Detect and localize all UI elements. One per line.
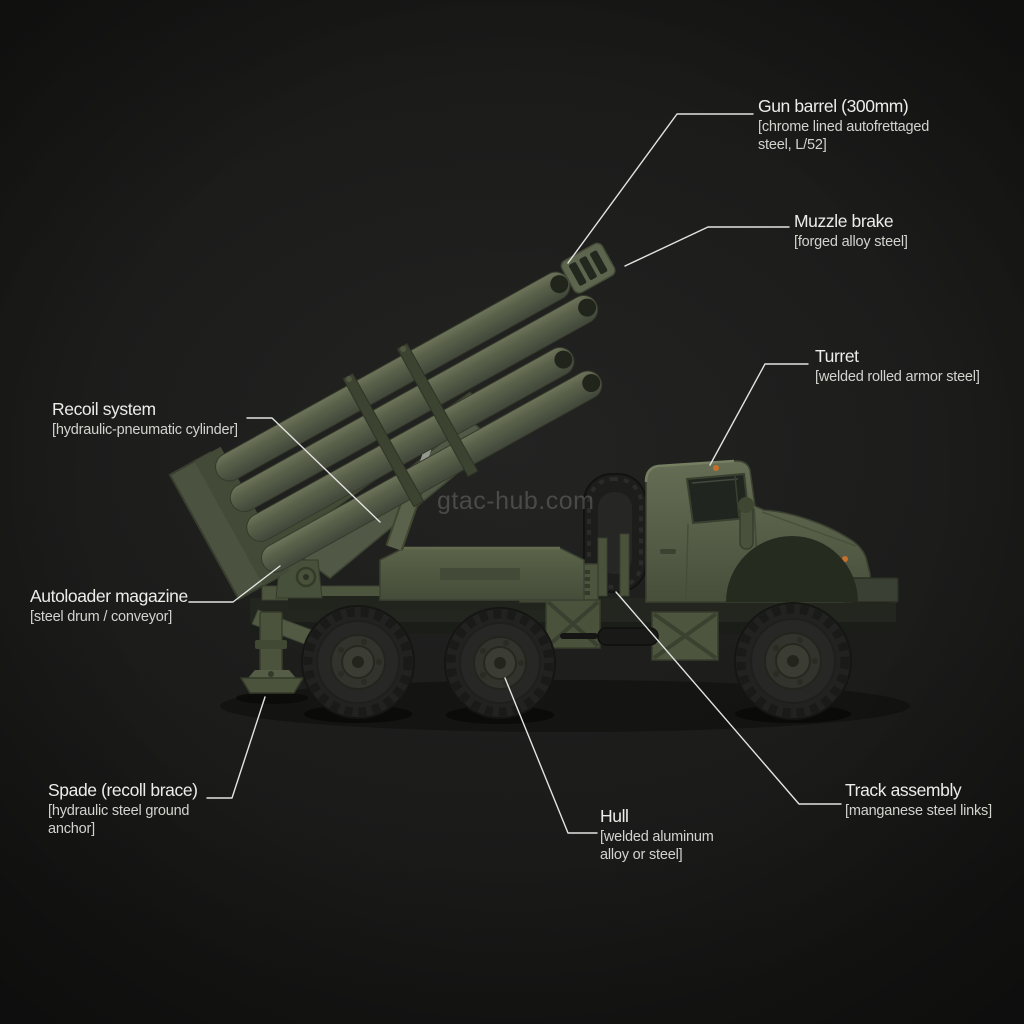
stowage-box-x1 bbox=[545, 599, 601, 649]
annotation-muzzle-brake: Muzzle brake [forged alloy steel] bbox=[794, 211, 994, 251]
annotation-title: Hull bbox=[600, 806, 629, 826]
annotation-subtitle: [hydraulic-pneumatic cylinder] bbox=[52, 422, 238, 438]
leader-line-recoil-system bbox=[246, 417, 381, 523]
annotation-title: Muzzle brake bbox=[794, 211, 894, 231]
annotation-title: Spade (recoll brace) bbox=[48, 780, 198, 800]
annotation-subtitle: [forged alloy steel] bbox=[794, 234, 908, 250]
annotation-title: Recoil system bbox=[52, 399, 156, 419]
wheel-rear-2 bbox=[444, 607, 556, 719]
leader-line-spade bbox=[206, 696, 266, 799]
truck-cab bbox=[644, 459, 899, 610]
intake-snorkel bbox=[738, 497, 754, 550]
launcher-tubes bbox=[168, 242, 616, 601]
annotation-subtitle: [manganese steel links] bbox=[845, 803, 992, 819]
tube-clamp bbox=[396, 342, 479, 478]
annotation-track-assembly: Track assembly [manganese steel links] bbox=[845, 780, 1024, 820]
launcher-pedestal bbox=[379, 546, 585, 601]
launch-tube bbox=[260, 370, 603, 573]
annotation-subtitle: [hydraulic steel ground anchor] bbox=[48, 803, 190, 837]
annotation-title: Gun barrel (300mm) bbox=[758, 96, 909, 116]
roof-marker-light bbox=[713, 465, 719, 471]
annotation-title: Track assembly bbox=[845, 780, 962, 800]
annotation-title: Autoloader magazine bbox=[30, 586, 188, 606]
door-handle bbox=[660, 549, 676, 554]
annotation-gun-barrel: Gun barrel (300mm) [chrome lined autofre… bbox=[758, 96, 956, 154]
leader-line-hull bbox=[504, 677, 598, 834]
muzzle-brake-part bbox=[560, 242, 616, 294]
stowage-box-x2 bbox=[651, 611, 719, 661]
wheel-front bbox=[734, 602, 852, 720]
leader-line-gun-barrel bbox=[567, 113, 754, 264]
annotation-title: Turret bbox=[815, 346, 859, 366]
annotation-turret: Turret [welded rolled armor steel] bbox=[815, 346, 1024, 386]
annotation-autoloader-magazine: Autoloader magazine [steel drum / convey… bbox=[30, 586, 240, 626]
leader-line-track-assembly bbox=[615, 591, 842, 805]
muffler bbox=[560, 627, 659, 646]
annotation-recoil-system: Recoil system [hydraulic-pneumatic cylin… bbox=[52, 399, 272, 439]
leader-line-autoloader-magazine bbox=[188, 565, 281, 603]
front-marker-light bbox=[842, 556, 848, 562]
launch-tube bbox=[246, 347, 575, 542]
annotation-spade: Spade (recoll brace) [hydraulic steel gr… bbox=[48, 780, 208, 838]
annotation-hull: Hull [welded aluminum alloy or steel] bbox=[600, 806, 740, 864]
watermark: gtac-hub.com bbox=[437, 487, 595, 515]
tube-clamp bbox=[342, 372, 425, 508]
front-wheel-arch bbox=[726, 536, 858, 602]
annotation-subtitle: [welded aluminum alloy or steel] bbox=[600, 829, 714, 863]
annotation-subtitle: [welded rolled armor steel] bbox=[815, 369, 980, 385]
annotation-subtitle: [chrome lined autofrettaged steel, L/52] bbox=[758, 119, 930, 153]
launch-tube bbox=[229, 295, 599, 513]
wheel-rear-1 bbox=[301, 605, 415, 719]
annotation-subtitle: [steel drum / conveyor] bbox=[30, 609, 173, 625]
leader-line-muzzle-brake bbox=[624, 226, 790, 267]
leader-line-turret bbox=[709, 363, 809, 466]
